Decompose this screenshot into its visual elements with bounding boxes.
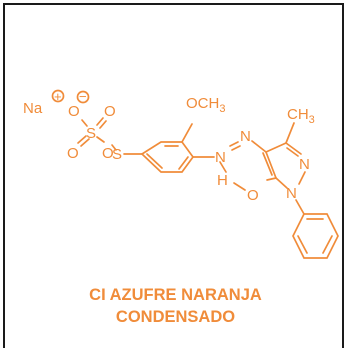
diagram-frame <box>3 3 344 348</box>
benzene-inner-bond-3 <box>146 153 163 169</box>
methyl-subscript: 3 <box>309 114 315 126</box>
methoxy-subscript: 3 <box>219 103 225 115</box>
bond-s-s <box>111 144 117 151</box>
oxygen-label-4: O <box>102 145 114 162</box>
nitrogen-label-1: N <box>215 149 226 166</box>
plus-charge-label: + <box>54 89 62 104</box>
bond-n-pyrazole <box>251 140 267 153</box>
bond-s-o-bottom-left-double <box>80 138 90 147</box>
minus-charge-circle <box>76 90 90 104</box>
methoxy-prefix: OCH <box>186 95 219 112</box>
bond-s-o-bottom-left <box>77 135 87 144</box>
minus-charge-label: − <box>79 89 87 104</box>
oxygen-label-3: O <box>67 145 79 162</box>
pyr-c5-c4 <box>265 151 277 179</box>
pyr-c3-n2 <box>285 142 302 155</box>
bond-h-n-hbond <box>219 161 227 173</box>
nitrogen-label-3: N <box>299 156 310 173</box>
oxygen-label-5: O <box>247 187 259 204</box>
phenyl-ring <box>292 213 339 259</box>
bond-s-o-bottom-right <box>96 136 105 143</box>
pyr-c4-c3 <box>265 142 287 153</box>
bond-h-o <box>233 182 246 191</box>
phenyl-inner-bond-2 <box>322 235 333 254</box>
pyr-n2-n1 <box>298 171 306 185</box>
benzene-inner-bond-2 <box>178 156 189 170</box>
nitrogen-label-2: N <box>240 128 251 145</box>
oxygen-label-2: O <box>104 103 116 120</box>
bond-azo <box>231 145 241 151</box>
methyl-prefix: CH <box>287 106 309 123</box>
compound-name-line-1: CI AZUFRE NARANJA <box>89 286 262 304</box>
pyr-c5-c4-double <box>262 152 273 176</box>
bond-c3-methyl <box>285 122 295 144</box>
pyr-c3-n2-double <box>286 147 299 157</box>
methoxy-label: OCH3 <box>186 95 225 115</box>
bond-s-o-top-right-double <box>99 120 107 129</box>
sulfur-label-2: S <box>112 146 122 163</box>
bond-azo-double <box>229 141 239 147</box>
sulfur-label-1: S <box>86 125 96 142</box>
nitrogen-label-4: N <box>286 185 297 202</box>
methyl-label: CH3 <box>287 106 315 126</box>
phenyl-inner-bond-3 <box>297 235 308 254</box>
oxygen-label-1: O <box>68 103 80 120</box>
plus-charge-circle <box>51 89 65 103</box>
pyr-n1-c5 <box>275 177 288 189</box>
hydrogen-label: H <box>217 172 228 189</box>
bond-s-o-top-right <box>96 117 104 126</box>
bond-c5-oh <box>266 177 277 181</box>
sodium-label: Na <box>23 100 43 117</box>
compound-name: CI AZUFRE NARANJA CONDENSADO <box>0 284 351 328</box>
bond-s-o-top-left <box>81 119 88 127</box>
bond-ring-ome <box>181 123 193 143</box>
compound-name-line-2: CONDENSADO <box>115 308 236 326</box>
bond-n-phenyl <box>295 199 305 215</box>
